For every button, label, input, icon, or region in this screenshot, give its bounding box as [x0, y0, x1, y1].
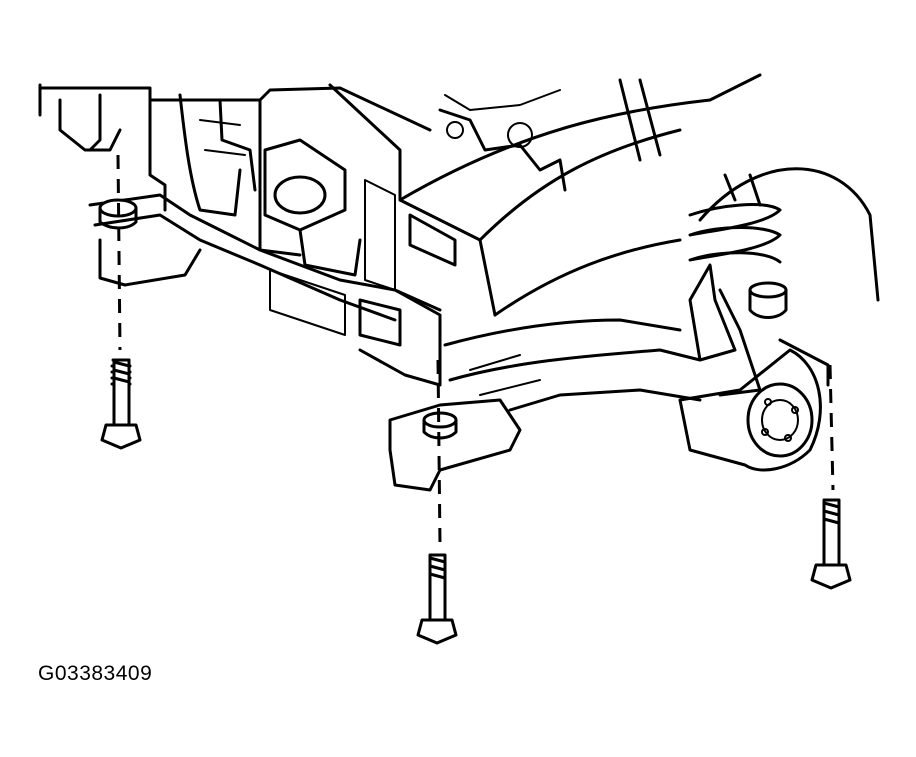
bolt-left	[100, 358, 142, 450]
mount-bushings	[98, 198, 788, 440]
vehicle-body-outline	[38, 83, 432, 257]
wheel-hub	[678, 338, 830, 472]
bolt-right	[810, 498, 852, 590]
alignment-lines	[116, 154, 835, 546]
strut-spring	[688, 173, 782, 397]
subframe	[88, 193, 702, 492]
fender-panel	[328, 73, 880, 317]
figure-code: G03383409	[38, 662, 153, 685]
bolt-center	[416, 553, 458, 645]
